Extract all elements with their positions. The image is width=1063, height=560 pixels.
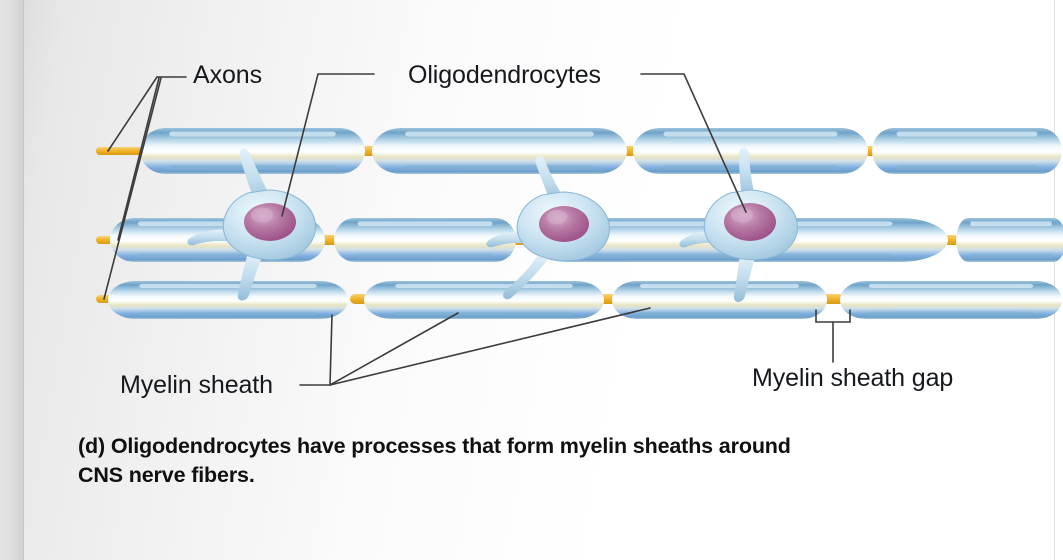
leader-axons-3 <box>103 77 162 300</box>
window-gutter-divider <box>23 0 24 560</box>
figure-caption: (d) Oligodendrocytes have processes that… <box>78 434 791 487</box>
nucleus-highlight <box>731 207 753 223</box>
leader-lines <box>103 73 851 386</box>
myelin-segment <box>872 128 1062 174</box>
label-myelin-sheath: Myelin sheath <box>120 371 273 399</box>
oligodendrocyte-process <box>237 252 264 301</box>
oligodendrocyte-process <box>739 148 756 200</box>
oligodendrocyte-2 <box>486 156 610 300</box>
oligodendrocyte-3 <box>679 148 798 302</box>
nucleus-highlight <box>251 207 273 223</box>
bottom-axon-row <box>96 281 1062 319</box>
myelin-segment <box>956 218 1063 262</box>
myelin-segment <box>372 128 627 174</box>
oligodendrocyte-nucleus <box>539 206 589 242</box>
leader-axons-2 <box>117 77 160 241</box>
myelin-segment <box>108 281 348 319</box>
leader-myelin-2 <box>329 312 459 386</box>
oligodendrocyte-nucleus <box>724 203 776 241</box>
myelin-segment <box>612 281 827 319</box>
oligodendrocyte-process <box>733 254 756 302</box>
leader-myelin-3 <box>329 307 651 386</box>
nucleus-highlight <box>547 210 567 224</box>
myelin-segment <box>840 281 1062 319</box>
myelin-segment <box>364 281 604 319</box>
leader-oligodendrocyte-left <box>281 73 375 217</box>
leader-oligodendrocyte-right <box>640 73 747 213</box>
top-axon-row <box>96 128 1062 174</box>
leader-myelin-1 <box>329 314 333 386</box>
label-oligodendrocytes: Oligodendrocytes <box>408 61 601 89</box>
oligodendrocyte-process <box>187 229 234 246</box>
label-axons: Axons <box>193 61 262 89</box>
oligodendrocyte-process <box>503 252 552 300</box>
label-myelin-sheath-gap: Myelin sheath gap <box>752 364 954 392</box>
window-right-edge <box>1054 0 1055 560</box>
window-left-gutter <box>0 0 23 560</box>
oligodendrocyte-nucleus <box>244 203 296 241</box>
leader-axons-1 <box>107 76 158 152</box>
myelin-segment <box>334 218 516 262</box>
myelin-segment <box>633 128 868 174</box>
